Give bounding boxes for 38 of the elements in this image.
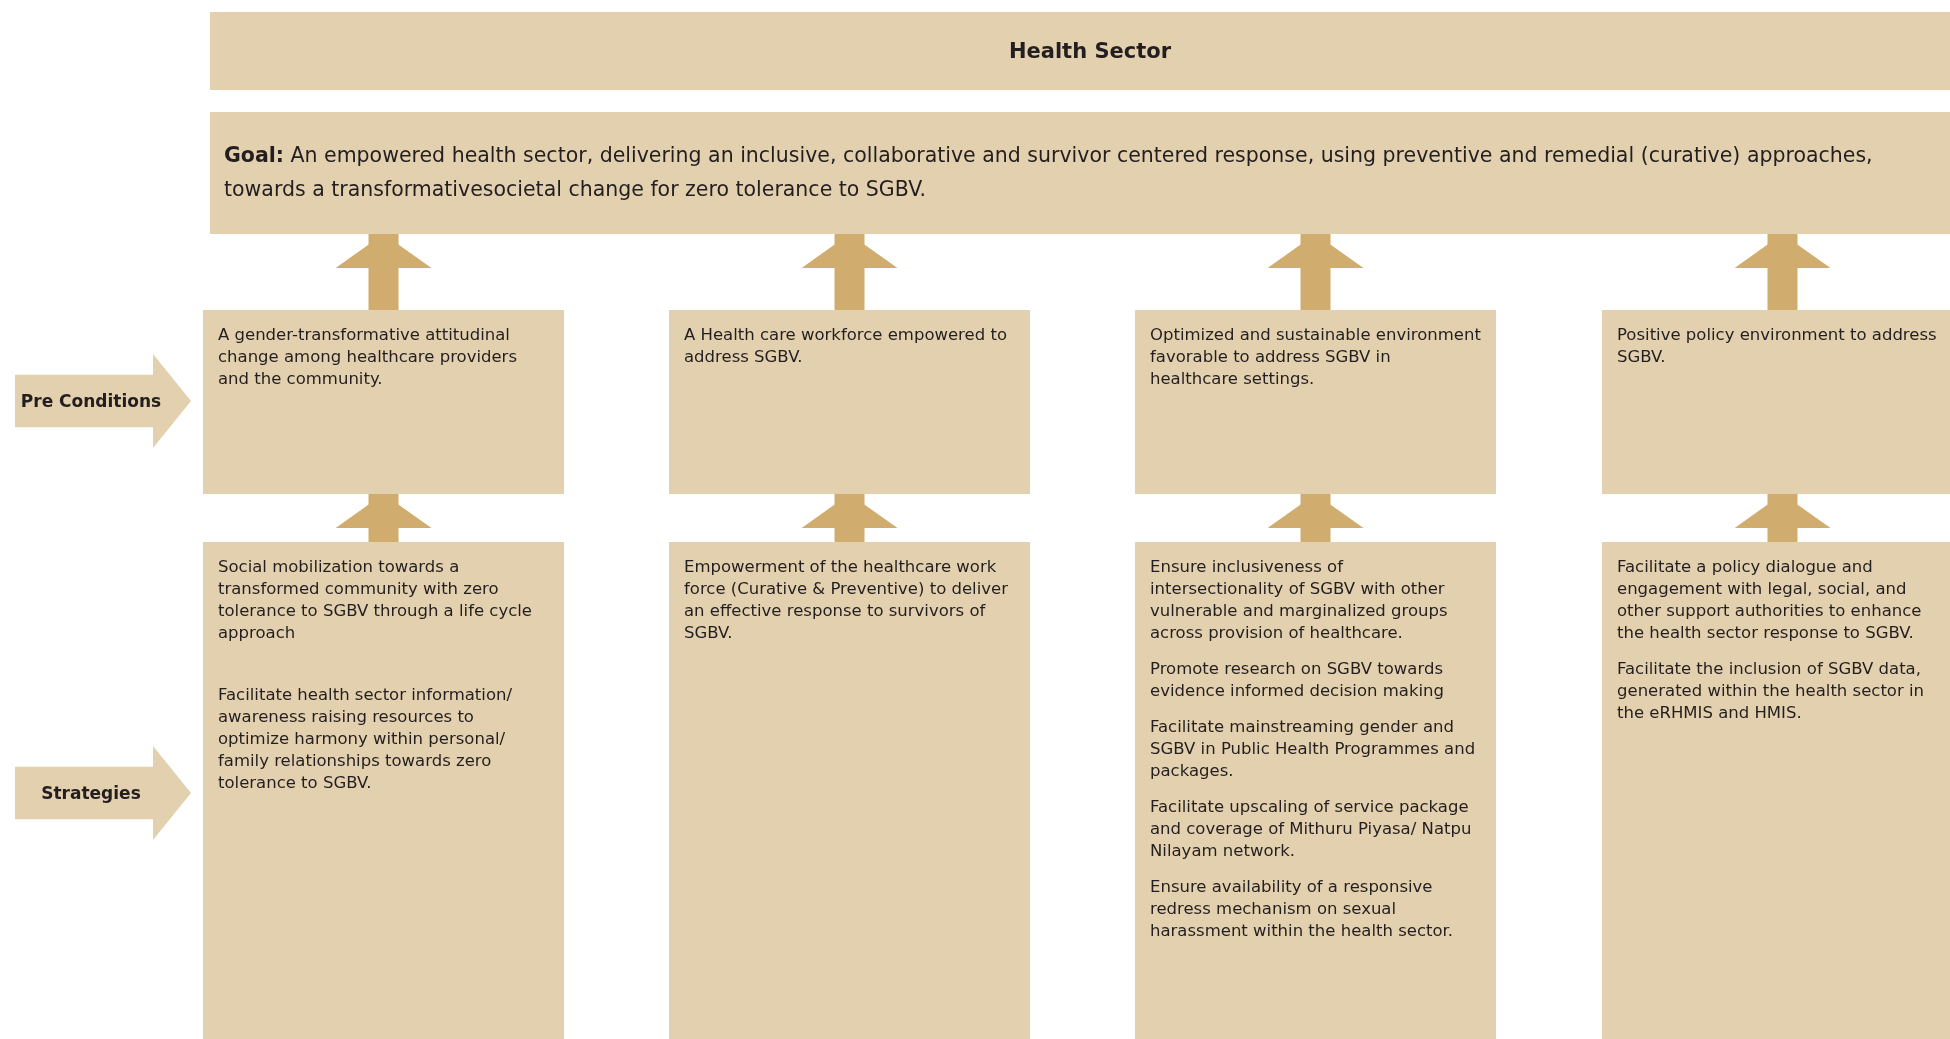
strategy-text: Ensure availability of a responsive redress mechanism on sexual harassment within the health sector. [1150, 876, 1455, 942]
row-header-arrow [15, 354, 191, 448]
strategy-box [1135, 542, 1496, 1039]
goal-box [210, 112, 1950, 234]
block-arrow [335, 494, 432, 542]
strategy-text: Social mobilization towards a transformed community with zero tolerance to SGBV through a life cycle approach [218, 556, 533, 644]
block-arrow [1734, 494, 1831, 542]
precondition-box [1135, 310, 1496, 494]
precondition-text: A gender-transformative attitudinal change among healthcare providers and the community. [218, 324, 518, 390]
block-arrow [335, 234, 432, 310]
strategy-text: Facilitate a policy dialogue and engagement with legal, social, and other support authorities to enhance the health sector response to SGBV. [1617, 556, 1923, 644]
precondition-box [669, 310, 1030, 494]
precondition-box [203, 310, 564, 494]
strategy-box [203, 542, 564, 1039]
block-arrow [801, 494, 898, 542]
strategy-text: Facilitate the inclusion of SGBV data, generated within the health sector in the eRHMIS and HMIS. [1617, 658, 1925, 724]
block-arrow [801, 234, 898, 310]
heading-band [210, 12, 1950, 90]
row-header-text: Pre Conditions [20, 390, 162, 412]
strategy-text: Ensure inclusiveness of intersectionality of SGBV with other vulnerable and marginalized groups across provision of healthcare. [1150, 556, 1449, 644]
goal-text: Goal: An empowered health sector, delivering an inclusive, collaborative and survivor centered response, using preventive and remedial (curative) approaches, towards a transformativesocietal change for zero tolerance to SGBV. [224, 142, 1874, 203]
strategy-text: Facilitate health sector information/ awareness raising resources to optimize harmony within personal/ family relationships towards zero tolerance to SGBV. [218, 684, 514, 794]
strategy-text: Promote research on SGBV towards evidence informed decision making [1150, 658, 1445, 702]
block-arrow [1267, 494, 1364, 542]
strategy-text: Facilitate upscaling of service package and coverage of Mithuru Piyasa/ Natpu Nilayam network. [1150, 796, 1473, 862]
heading-text: Health Sector [1008, 40, 1172, 62]
row-header-arrow [15, 746, 191, 840]
precondition-box [1602, 310, 1950, 494]
strategy-box [1602, 542, 1950, 1039]
strategy-box [669, 542, 1030, 1039]
block-arrow [1734, 234, 1831, 310]
strategy-text: Facilitate mainstreaming gender and SGBV in Public Health Programmes and packages. [1150, 716, 1477, 782]
precondition-text: A Health care workforce empowered to address SGBV. [684, 324, 1008, 368]
row-header-text: Strategies [41, 782, 141, 804]
precondition-text: Optimized and sustainable environment favorable to address SGBV in healthcare settings. [1150, 324, 1481, 390]
precondition-text: Positive policy environment to address SGBV. [1617, 324, 1938, 368]
strategy-text: Empowerment of the healthcare work force (Curative & Preventive) to deliver an effective response to survivors of SGBV. [684, 556, 1009, 644]
block-arrow [1267, 234, 1364, 310]
